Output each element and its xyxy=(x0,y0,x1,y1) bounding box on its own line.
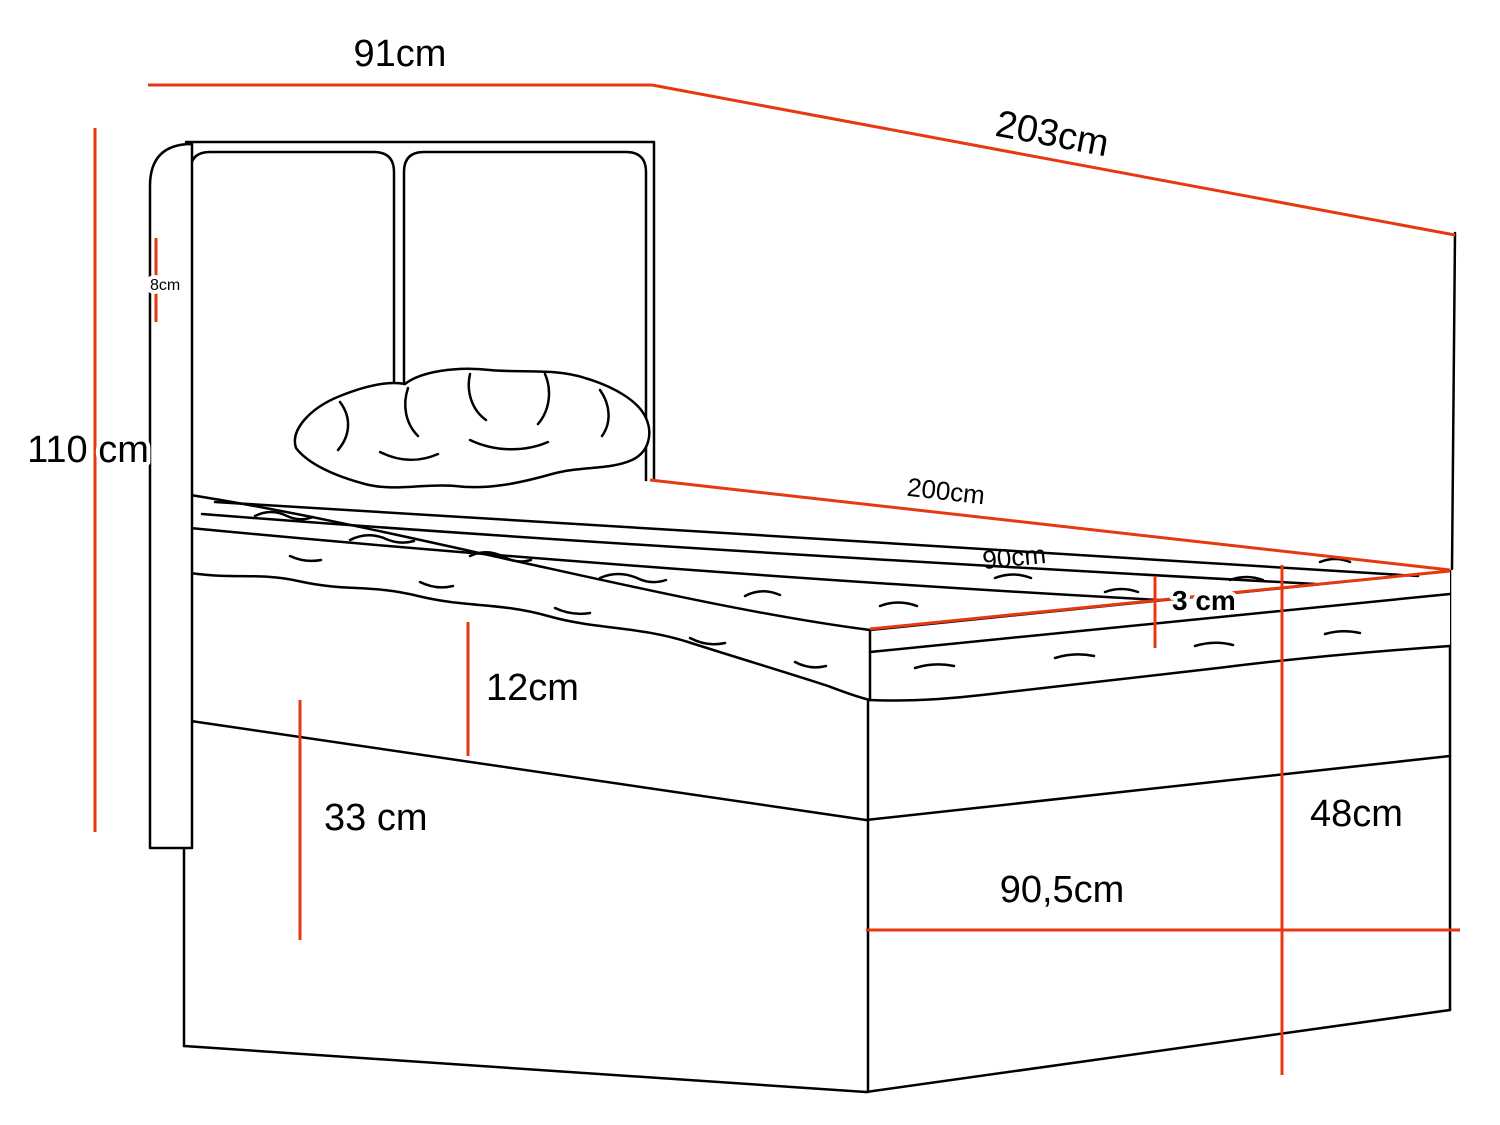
projection-line-right xyxy=(1450,231,1457,571)
label-side-panel-depth: 8cm xyxy=(150,277,180,294)
base-foot-seam xyxy=(864,754,1452,822)
headboard-frame xyxy=(184,140,656,485)
dim-line-overall-length xyxy=(651,83,1456,237)
headboard-cushion-right xyxy=(402,150,648,485)
pillow-crease-lines xyxy=(336,372,610,461)
label-headboard-height: 110 cm xyxy=(27,429,149,471)
bed-drawing xyxy=(148,140,1457,1094)
base-bottom-foot-edge xyxy=(864,1008,1452,1094)
base-bottom-front-edge xyxy=(182,1044,868,1094)
dimension-lines xyxy=(93,83,1460,1075)
base-front-seam xyxy=(182,718,868,822)
blanket-foot-hem xyxy=(868,644,1452,702)
label-headboard-width: 91cm xyxy=(354,33,447,75)
label-mattress-length: 200cm xyxy=(906,472,987,511)
blanket-fold-marks xyxy=(253,510,1362,670)
blanket-crease-lines xyxy=(188,500,1420,602)
label-topper-thickness: 3 cm xyxy=(1172,585,1236,616)
label-mattress-thickness: 12cm xyxy=(486,667,579,709)
topper-seam xyxy=(868,592,1452,654)
dim-line-mattress-width xyxy=(869,569,1451,631)
label-overall-length: 203cm xyxy=(992,103,1112,165)
headboard-side-rail xyxy=(148,142,194,850)
label-foot-end-height: 48cm xyxy=(1310,793,1403,835)
dim-line-mattress-length xyxy=(649,478,1451,572)
blanket-front-hem xyxy=(182,570,872,702)
label-mattress-width: 90cm xyxy=(981,539,1047,575)
label-foot-end-width: 90,5cm xyxy=(1000,869,1125,911)
pillow-outline xyxy=(293,367,651,489)
label-storage-box-height: 33 cm xyxy=(324,797,427,839)
pillow xyxy=(293,367,651,489)
